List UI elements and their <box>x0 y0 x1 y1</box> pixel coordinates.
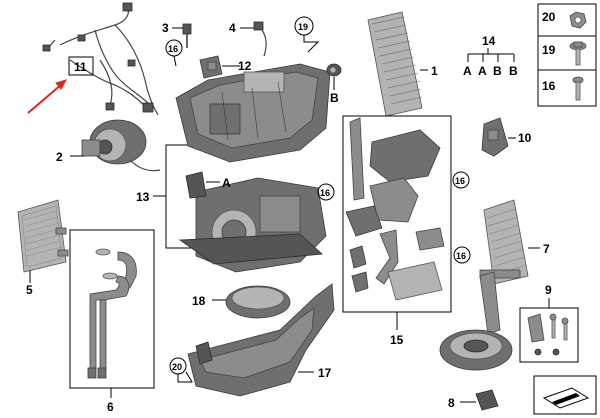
callout-15: 15 <box>390 333 404 347</box>
callout-11: 11 <box>74 60 87 74</box>
legend-row-19-number: 19 <box>542 43 556 57</box>
actuator-small[interactable] <box>182 23 192 48</box>
callout-14: 14 <box>482 34 496 48</box>
sub-label-b1: B <box>330 91 339 105</box>
callout-circle-16b <box>317 183 335 201</box>
callout-circle-16c <box>452 171 470 189</box>
callout-17: 17 <box>318 366 332 380</box>
blower-motor[interactable] <box>81 119 161 172</box>
temperature-sensor[interactable] <box>253 21 267 57</box>
callout-7: 7 <box>543 242 550 256</box>
callout-6: 6 <box>107 400 114 414</box>
flap-actuator[interactable] <box>199 55 223 79</box>
callout-19: 19 <box>298 22 308 32</box>
callout-13: 13 <box>136 190 150 204</box>
flange-bolt-icon <box>569 41 587 66</box>
callout-box-11 <box>68 56 94 76</box>
callout-16b: 16 <box>320 188 330 198</box>
bracket-kit[interactable] <box>527 313 569 356</box>
callout-9: 9 <box>545 283 552 297</box>
group14-label-1: A <box>463 64 472 78</box>
legend-row-16-number: 16 <box>542 79 556 93</box>
heater-core[interactable] <box>17 199 69 273</box>
callout-2: 2 <box>56 150 63 164</box>
callout-5: 5 <box>26 283 33 297</box>
group14-label-3: B <box>493 64 502 78</box>
callout-1: 1 <box>431 64 438 78</box>
actuator-motor[interactable] <box>481 117 509 157</box>
hex-nut-icon <box>569 11 587 29</box>
wiring-harness[interactable] <box>42 2 159 116</box>
screw-icon <box>572 76 584 101</box>
kit-9-box <box>519 307 579 363</box>
footwell-duct[interactable] <box>187 283 335 397</box>
grommet-a[interactable] <box>185 171 207 199</box>
legend-row-20-number: 20 <box>542 10 556 24</box>
sub-label-a1: A <box>222 176 231 190</box>
callout-4: 4 <box>229 21 236 35</box>
grommet-b[interactable] <box>326 63 342 77</box>
expansion-drain-assembly[interactable] <box>439 271 513 371</box>
callout-16c: 16 <box>455 176 465 186</box>
round-cover[interactable] <box>225 285 291 319</box>
fastener-legend <box>537 3 597 107</box>
fastener-group-14 <box>467 48 515 62</box>
lower-housing[interactable] <box>178 177 327 273</box>
air-flaps-set[interactable] <box>345 117 445 301</box>
callout-circle-16d <box>453 246 471 264</box>
upper-housing[interactable] <box>175 63 331 163</box>
callout-16d: 16 <box>456 251 466 261</box>
group14-label-2: A <box>478 64 487 78</box>
group14-label-4: B <box>509 64 518 78</box>
cabin-air-filter[interactable] <box>367 11 423 117</box>
pipes-group-box <box>69 229 155 389</box>
document-arrow-icon <box>533 375 597 415</box>
callout-18: 18 <box>192 294 206 308</box>
highlight-arrow <box>27 79 68 114</box>
sensor-clip[interactable] <box>475 389 499 411</box>
callout-10: 10 <box>518 131 532 145</box>
callout-16a: 16 <box>168 44 178 54</box>
callout-20: 20 <box>172 362 182 372</box>
callout-3: 3 <box>162 21 169 35</box>
callout-8: 8 <box>448 396 455 410</box>
heater-pipes[interactable] <box>87 248 137 379</box>
evaporator-core[interactable] <box>479 199 529 285</box>
callout-12: 12 <box>238 59 252 73</box>
